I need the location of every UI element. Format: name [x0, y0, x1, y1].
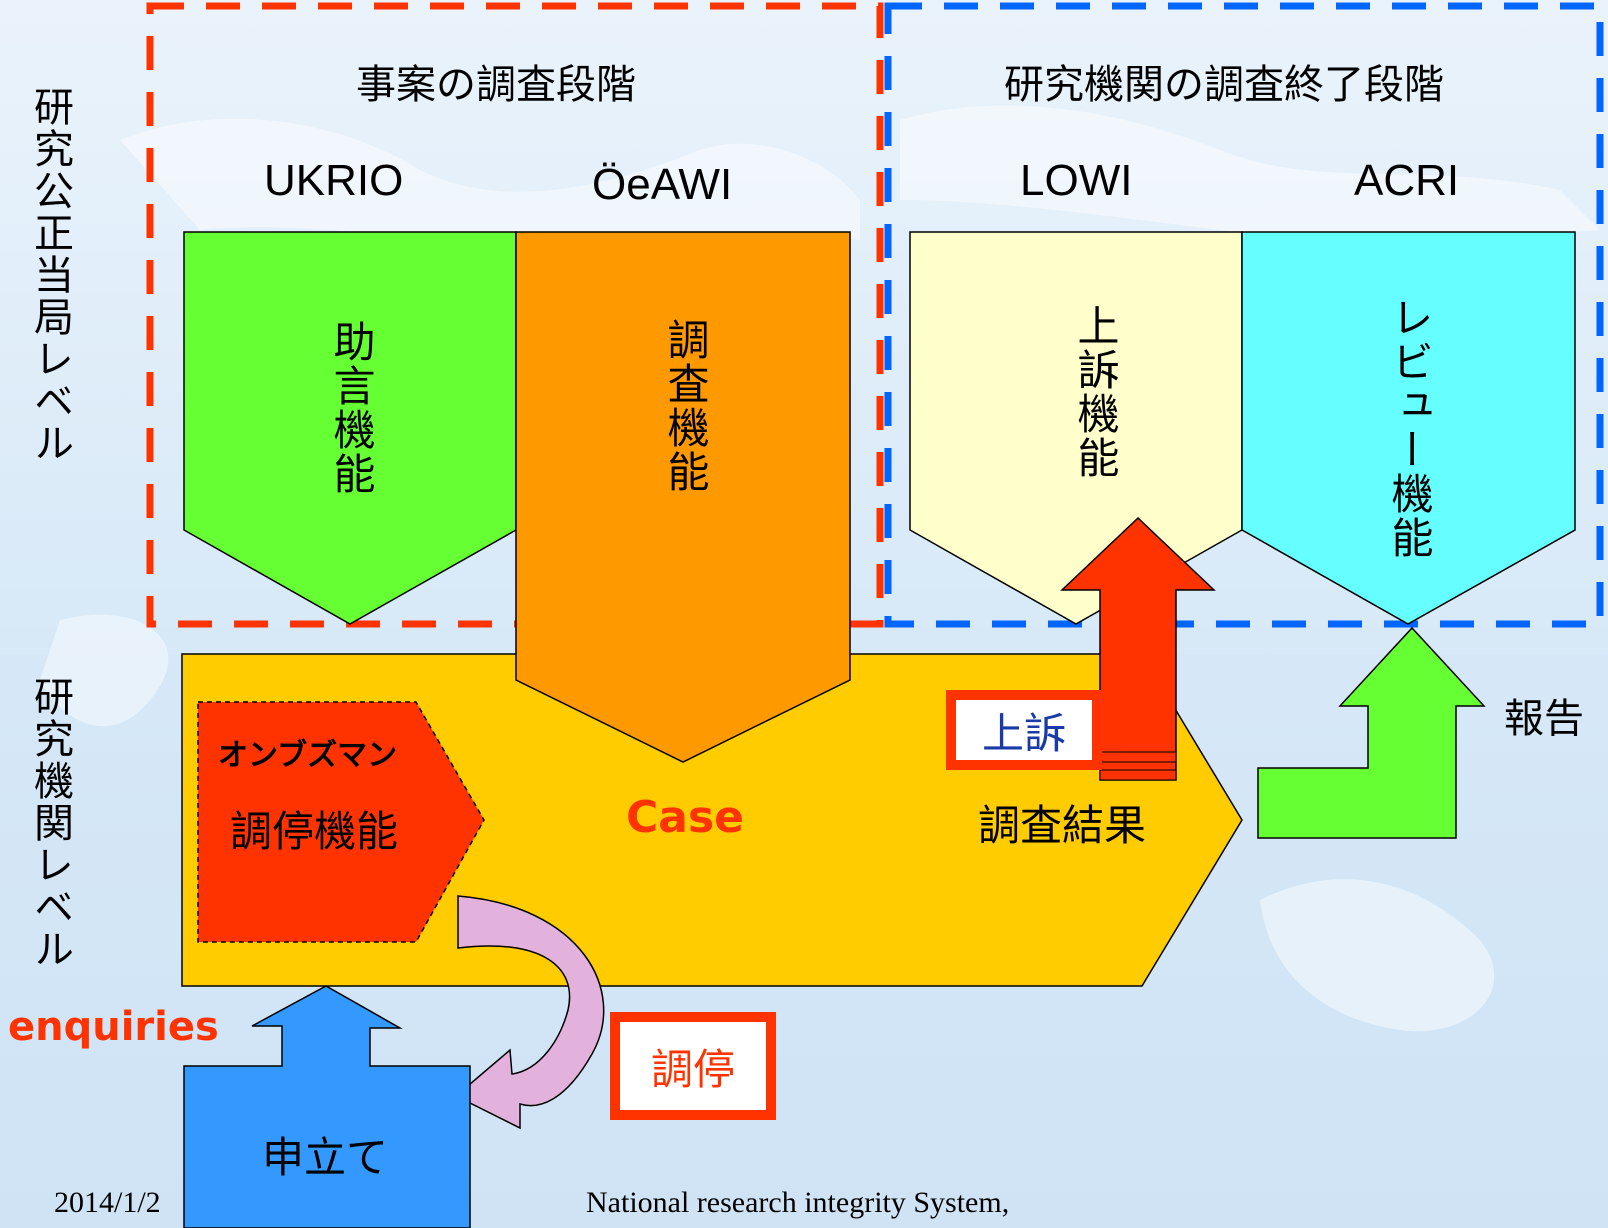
advice-function-label: 助言機能: [327, 320, 376, 496]
appeal-flow-label: 上訴: [946, 690, 1102, 770]
org-ukrio: UKRIO: [264, 156, 404, 205]
advice-function-shape: [183, 231, 517, 625]
footer-date: 2014/1/2: [54, 1186, 161, 1219]
report-flow-label: 報告: [1504, 696, 1584, 742]
application-arrow: [183, 985, 471, 1228]
institution-level-label: 研究機関レベル: [27, 676, 73, 970]
investigation-function-shape: [515, 231, 851, 763]
authority-level-label: 研究公正当局レベル: [27, 86, 73, 464]
case-label: Case: [626, 792, 745, 843]
org-lowi: LOWI: [1020, 156, 1133, 205]
stage2-boundary: [884, 2, 1604, 628]
review-function-label: レビュー機能: [1385, 296, 1434, 560]
stage1-boundary: [146, 2, 884, 628]
stage1-title: 事案の調査段階: [356, 62, 636, 108]
mediation-flow-label: 調停: [610, 1012, 776, 1120]
mediation-function-label: 調停機能: [230, 807, 399, 856]
review-function-shape: [1241, 231, 1576, 625]
appeal-arrow-base-2: [1099, 769, 1177, 781]
org-oeawi: ÖeAWI: [592, 160, 733, 209]
investigation-result-label: 調査結果: [978, 801, 1147, 850]
application-label: 申立て: [262, 1133, 389, 1182]
investigation-function-label: 調査機能: [661, 318, 710, 494]
background-map: [40, 105, 1600, 1032]
ombudsman-shape: [197, 701, 485, 943]
ombudsman-label: オンブズマン: [218, 738, 398, 773]
mediation-arrow: [454, 895, 605, 1130]
enquiries-label: enquiries: [8, 1004, 219, 1050]
org-acri: ACRI: [1354, 156, 1460, 205]
report-arrow: [1257, 626, 1486, 839]
stage2-title: 研究機関の調査終了段階: [1004, 62, 1444, 108]
footer-title: National research integrity System,: [586, 1186, 1010, 1219]
appeal-function-label: 上訴機能: [1071, 304, 1120, 480]
appeal-arrow-base-1: [1099, 751, 1177, 763]
